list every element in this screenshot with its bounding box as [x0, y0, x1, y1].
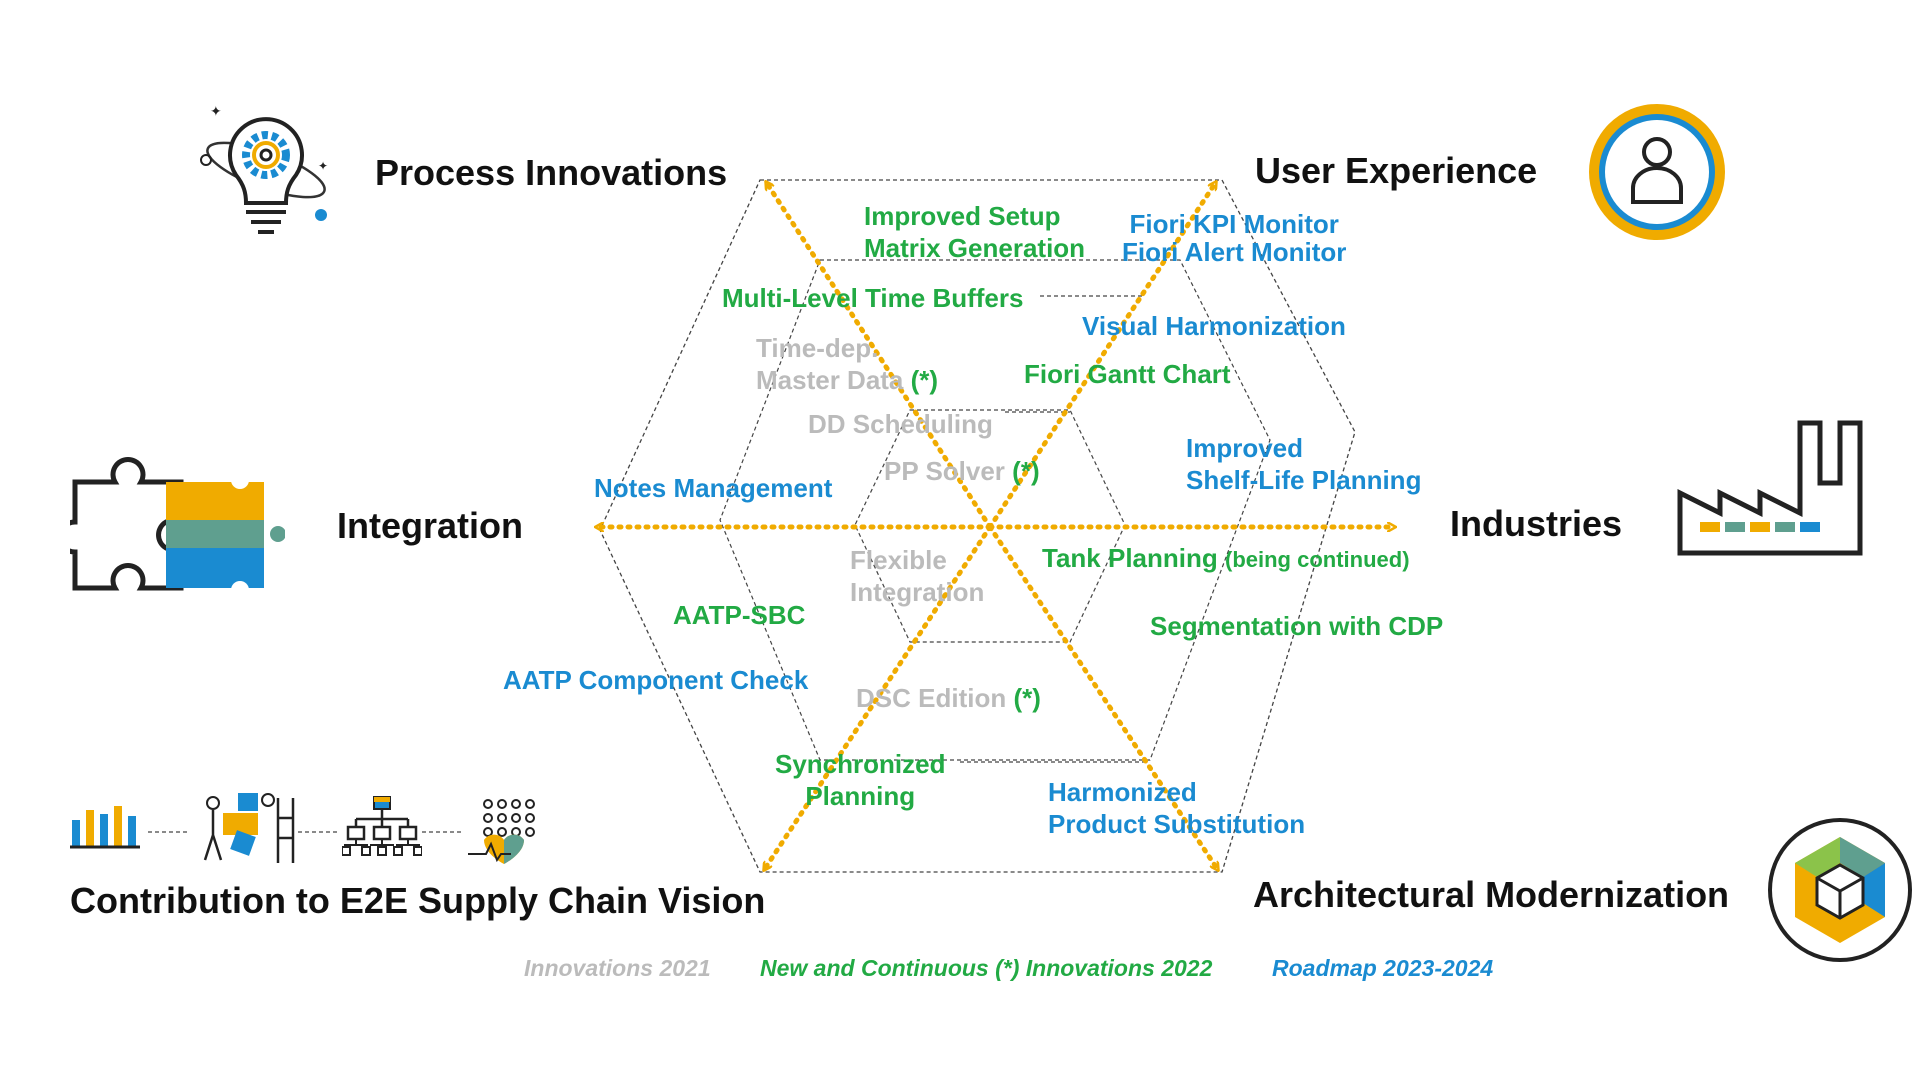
- heading-industries: Industries: [1450, 503, 1623, 544]
- axis-diag-a: [763, 182, 993, 530]
- item-tank-planning: Tank Planning (being continued): [1042, 543, 1410, 573]
- heading-architectural-modernization: Architectural Modernization: [1253, 874, 1730, 915]
- item-segmentation-cdp: Segmentation with CDP: [1150, 611, 1444, 641]
- legend-roadmap: Roadmap 2023-2024: [1272, 955, 1494, 981]
- item-visual-harmonization: Visual Harmonization: [1082, 311, 1346, 341]
- legend-innovations-2021: Innovations 2021: [524, 955, 711, 981]
- item-notes-management: Notes Management: [594, 473, 833, 503]
- middle-hexagon: [719, 259, 1271, 761]
- legend-innovations-2022: New and Continuous (*) Innovations 2022: [760, 955, 1213, 981]
- inner-hexagon: [854, 409, 1126, 643]
- item-time-dep-master-data: Time-dep. Master Data (*): [756, 333, 939, 395]
- item-fiori-gantt-chart: Fiori Gantt Chart: [1024, 359, 1231, 389]
- factory-icon: [1677, 420, 1863, 556]
- item-pp-solver: PP Solver (*): [884, 456, 1040, 486]
- heading-e2e-vision: Contribution to E2E Supply Chain Vision: [70, 880, 766, 921]
- item-fiori-kpi-monitor: Fiori KPI Monitor: [1129, 209, 1339, 239]
- axis-diag-b: [987, 182, 1219, 530]
- item-fiori-alert-monitor: Fiori Alert Monitor: [1122, 237, 1347, 267]
- puzzle-icon: [70, 457, 285, 599]
- cube-hexagon-icon: [1768, 818, 1912, 962]
- item-dd-scheduling: DD Scheduling: [808, 409, 993, 439]
- svg-text:✦: ✦: [210, 103, 222, 119]
- item-fiori-kpi-alert: Fiori KPI Monitor Fiori Alert Monitor: [1122, 208, 1346, 268]
- user-circle-icon: [1589, 104, 1725, 240]
- heading-user-experience: User Experience: [1255, 150, 1538, 191]
- people-grid-icon: [468, 799, 535, 864]
- hierarchy-icon: [342, 796, 422, 856]
- item-aatp-component-check: AATP Component Check: [503, 665, 809, 695]
- workers-icon: [203, 793, 295, 863]
- bar-chart-icon: [70, 806, 140, 849]
- lightbulb-gear-icon: ✦ ✦: [200, 103, 328, 234]
- heading-integration: Integration: [337, 505, 523, 546]
- item-multi-level-time-buffers: Multi-Level Time Buffers: [722, 283, 1024, 313]
- item-aatp-sbc: AATP-SBC: [673, 600, 806, 630]
- heading-process-innovations: Process Innovations: [375, 152, 728, 193]
- item-dsc-edition: DSC Edition (*): [856, 683, 1041, 713]
- svg-text:✦: ✦: [318, 159, 328, 173]
